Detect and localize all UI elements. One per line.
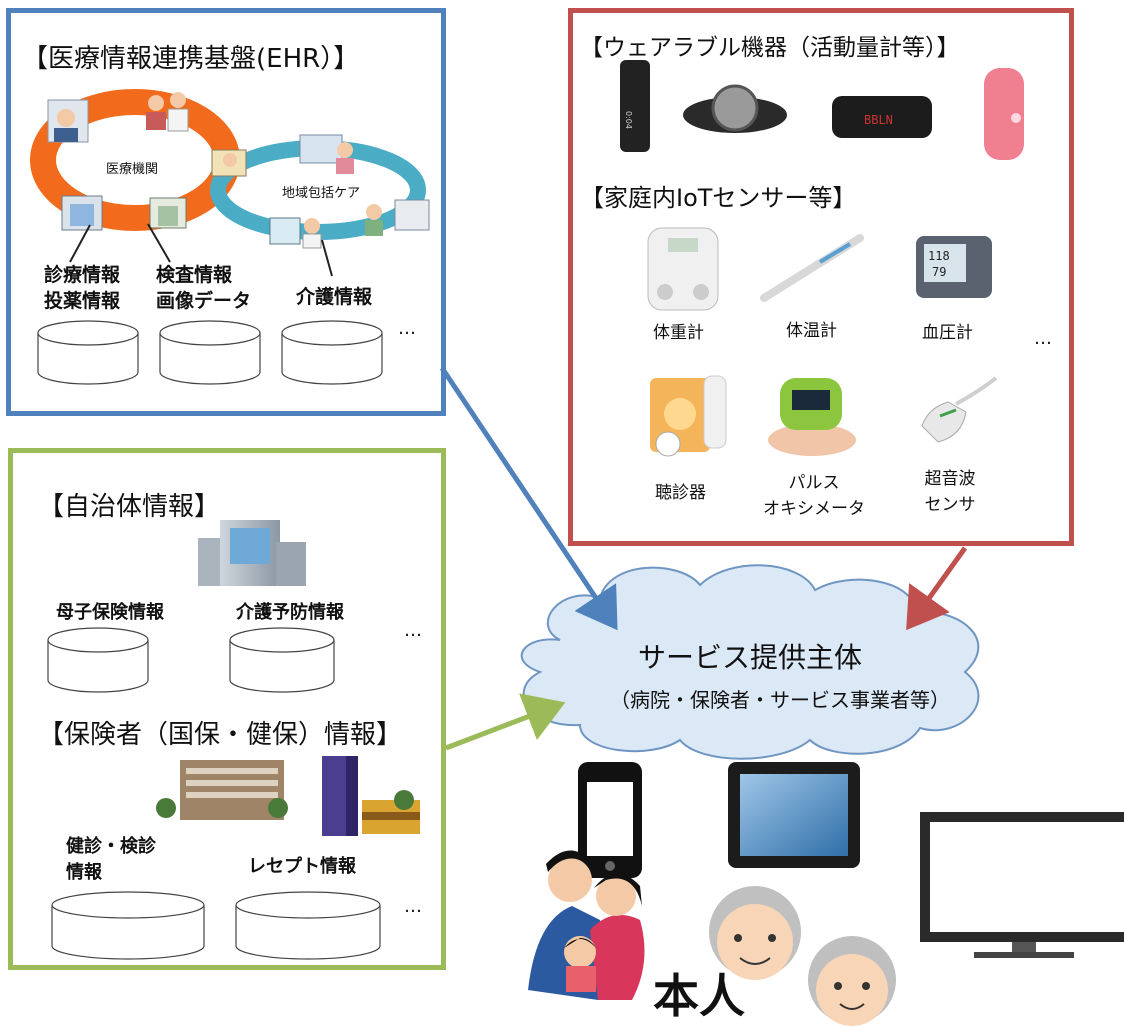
device-label-bp-monitor: 血圧計 [922,323,973,343]
insurer-title: 【保険者（国保・健保）情報】 [38,720,403,750]
tv-icon [920,812,1124,958]
iot-title: 【家庭内IoTセンサー等】 [580,184,857,212]
local-gov-title: 【自治体情報】 [38,492,221,522]
device-label-oximeter: パルス オキシメータ [763,473,865,519]
wearables-ellipsis: … [1034,328,1052,349]
device-label-ultrasound: 超音波 センサ [924,469,976,515]
insurer-ellipsis: … [404,896,422,917]
device-label-stethoscope: 聴診器 [655,483,706,503]
wearables-title: 【ウェアラブル機器（活動量計等）】 [580,35,960,61]
device-label-scale: 体重計 [653,323,704,343]
svg-text:118: 118 [928,249,950,263]
service-provider-detail: （病院・保険者・サービス事業者等） [610,688,950,712]
local-gov-databases [47,627,335,693]
tablet-icon [728,762,860,868]
service-cloud [520,564,980,760]
smartphone-icon [578,762,642,878]
wearables-to-service-arrow [906,546,968,631]
ehr-title: 【医療情報連携基盤(EHR）】 [22,44,360,74]
community-care-label: 地域包括ケア [282,186,361,201]
ehr-to-service-arrow [439,366,618,631]
ehr-db-label: 介護情報 [296,286,373,308]
family-icon [528,850,645,1000]
local-gov-to-service-arrow [445,693,566,751]
ehr-db-label: 検査情報 画像データ [156,264,252,312]
insurer-databases [51,891,381,960]
svg-text:BBLN: BBLN [864,113,893,127]
ehr-network-illustration [30,89,430,277]
ehr-db-label: 診療情報 投薬情報 [44,264,121,312]
insurer-db-label: 健診・検診 情報 [66,836,156,883]
ehr-databases [37,320,383,385]
svg-text:79: 79 [932,265,946,279]
ehr-ellipsis: … [398,318,416,339]
local-gov-ellipsis: … [404,620,422,641]
local-gov-db-label: 介護予防情報 [236,602,344,623]
service-provider-name: サービス提供主体 [637,641,862,674]
medical-institution-label: 医療機関 [106,162,159,177]
svg-text:0:04: 0:04 [624,111,633,129]
person-label: 本人 [653,969,745,1023]
insurer-buildings-icon [156,756,420,836]
local-gov-db-label: 母子保険情報 [56,602,164,623]
city-hall-icon [198,520,306,586]
wearable-devices: 0:04 BBLN [620,60,1024,160]
device-label-thermometer: 体温計 [786,321,837,341]
elderly-icon [709,886,896,1026]
insurer-db-label: レセプト情報 [248,856,356,877]
iot-devices: 118 79 [647,227,998,457]
